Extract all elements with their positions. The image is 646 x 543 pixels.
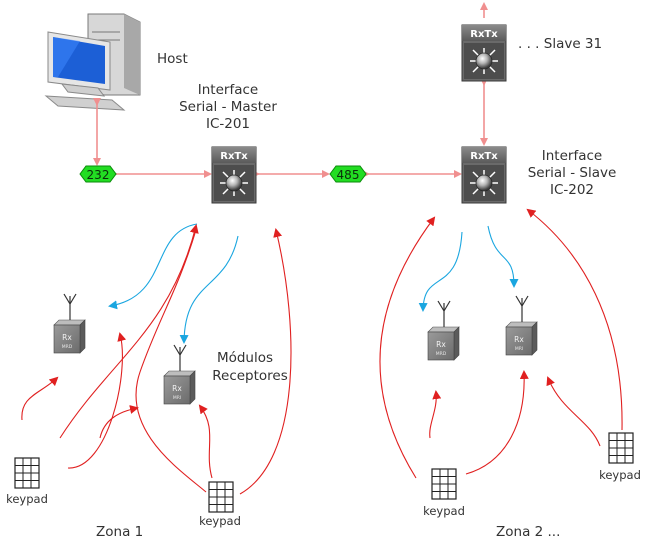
slave-rxtx-device: RxTx: [461, 146, 507, 204]
master-title-line-1: Interface: [198, 82, 258, 98]
keypad-label-4: keypad: [599, 468, 641, 482]
keypad-label-3: keypad: [423, 504, 465, 518]
signal-3: [67, 332, 127, 469]
keypad-icon-4: [608, 432, 634, 464]
downlink-arrow-2: [179, 235, 239, 344]
svg-text:MRI: MRI: [515, 346, 523, 352]
receiver-module-4: Rx MRI: [505, 295, 538, 356]
zone-2-label: Zona 2 ...: [496, 524, 560, 540]
svg-text:RxTx: RxTx: [220, 151, 248, 162]
master-title-line-2: Serial - Master: [179, 99, 277, 115]
master-rxtx-device: RxTx: [211, 146, 257, 204]
downlink-arrow-3: [418, 231, 463, 312]
slave31-rxtx-device: RxTx: [461, 24, 507, 82]
rs232-tag: 232: [79, 165, 117, 183]
downlink-arrow-4: [487, 225, 519, 288]
slave31-label: . . . Slave 31: [518, 36, 602, 52]
master-title-line-3: IC-201: [206, 116, 250, 132]
svg-text:Rx: Rx: [172, 384, 182, 393]
svg-text:MRD: MRD: [62, 344, 73, 350]
svg-text:485: 485: [337, 168, 360, 182]
svg-text:232: 232: [87, 168, 110, 182]
signal-6: [198, 404, 213, 479]
keypad-label-1: keypad: [6, 492, 48, 506]
slave-title-line-2: Serial - Slave: [528, 165, 617, 181]
modules-title-line-2: Receptores: [212, 368, 288, 384]
signal-1: [21, 376, 59, 421]
signal-4: [99, 405, 139, 439]
signal-11: [546, 376, 601, 447]
receiver-module-3: Rx MRD: [427, 300, 460, 361]
slave-title-line-3: IC-202: [550, 182, 594, 198]
receiver-module-2: Rx MRI: [163, 344, 196, 405]
host-computer-icon: [44, 13, 141, 111]
svg-text:Rx: Rx: [514, 335, 524, 344]
svg-text:Rx: Rx: [62, 333, 72, 342]
signal-5: [135, 229, 207, 493]
keypad-icon-1: [14, 457, 40, 489]
signal-9: [429, 390, 442, 439]
receiver-module-1: Rx MRD: [53, 293, 86, 354]
rs485-tag: 485: [329, 165, 367, 183]
host-label: Host: [157, 51, 188, 67]
svg-text:RxTx: RxTx: [470, 29, 498, 40]
slave-title-line-1: Interface: [542, 148, 602, 164]
signal-12: [526, 208, 623, 431]
signal-7: [239, 228, 292, 495]
keypad-icon-3: [431, 468, 457, 500]
svg-text:MRI: MRI: [173, 395, 181, 401]
signal-8: [379, 216, 436, 479]
svg-text:Rx: Rx: [436, 340, 446, 349]
signal-10: [465, 370, 529, 475]
zone-1-label: Zona 1: [96, 524, 143, 540]
modules-title-line-1: Módulos: [217, 350, 273, 366]
downlink-arrow-1: [108, 223, 198, 310]
svg-text:RxTx: RxTx: [470, 151, 498, 162]
keypad-icon-2: [208, 481, 234, 513]
svg-text:MRD: MRD: [436, 351, 447, 357]
keypad-label-2: keypad: [199, 514, 241, 528]
